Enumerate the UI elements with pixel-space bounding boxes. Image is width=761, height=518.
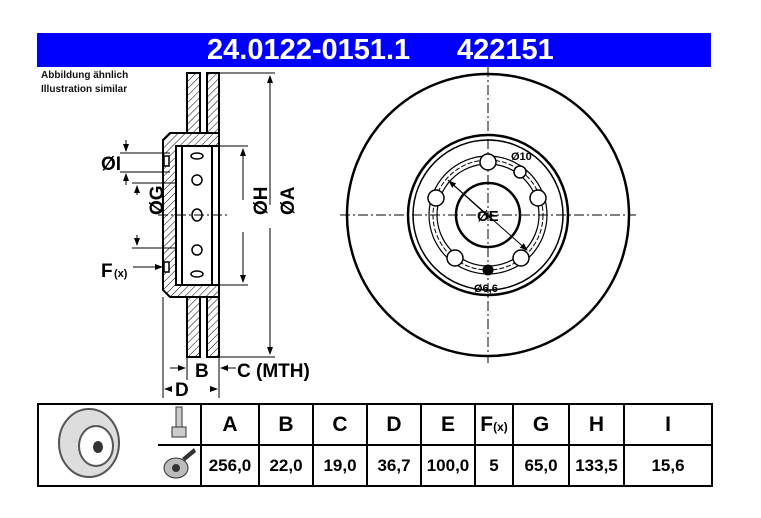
header-d: D (366, 403, 422, 446)
header-c: C (312, 403, 368, 446)
label-dia-e: ØE (477, 208, 499, 225)
dimension-table: A B C D E F(x) G H I 256,0 22,0 19,0 36,… (37, 403, 713, 487)
header-f-sub: (x) (493, 419, 508, 434)
label-f-sub: (x) (114, 268, 128, 280)
header-a: A (200, 403, 260, 446)
short-number: 422151 (457, 34, 554, 66)
note-english: Illustration similar (41, 84, 128, 95)
disc-thumbnail (37, 403, 158, 487)
label-hole-10: Ø10 (511, 151, 532, 163)
part-number: 24.0122-0151.1 (207, 34, 411, 66)
value-c: 19,0 (312, 444, 368, 487)
label-d: D (175, 380, 189, 400)
front-view (340, 67, 636, 363)
value-e: 100,0 (420, 444, 476, 487)
label-dia-a: ØA (278, 186, 299, 215)
value-f: 5 (474, 444, 514, 487)
header-e: E (420, 403, 476, 446)
note-german: Abbildung ähnlich (41, 70, 129, 81)
value-i: 15,6 (623, 444, 713, 487)
label-b: B (195, 361, 209, 382)
value-d: 36,7 (366, 444, 422, 487)
label-hole-6-6: Ø6,6 (474, 283, 498, 295)
header-h: H (568, 403, 625, 446)
hub-icon-cell (158, 444, 202, 487)
header-f: F(x) (474, 403, 514, 446)
value-h: 133,5 (568, 444, 625, 487)
technical-drawing: ØI ØG F (x) ØH ØA B C (MTH) D ØE Ø10 Ø6,… (101, 67, 636, 400)
bolt-icon-cell (158, 403, 202, 446)
value-b: 22,0 (258, 444, 314, 487)
value-a: 256,0 (200, 444, 260, 487)
label-dia-g: ØG (147, 185, 168, 215)
header-i: I (623, 403, 713, 446)
hub-cleaning-icon (163, 448, 196, 479)
label-dia-h: ØH (251, 187, 272, 216)
value-g: 65,0 (512, 444, 570, 487)
brake-disc-icon (57, 407, 120, 478)
label-dia-i: ØI (101, 154, 121, 175)
label-f: F (101, 261, 113, 282)
label-c-mth: C (MTH) (237, 361, 310, 382)
side-section-view (162, 72, 220, 358)
header-b: B (258, 403, 314, 446)
bolt-icon (171, 406, 187, 438)
header-g: G (512, 403, 570, 446)
title-banner: 24.0122-0151.1 422151 (37, 33, 711, 67)
header-f-label: F (480, 412, 494, 436)
